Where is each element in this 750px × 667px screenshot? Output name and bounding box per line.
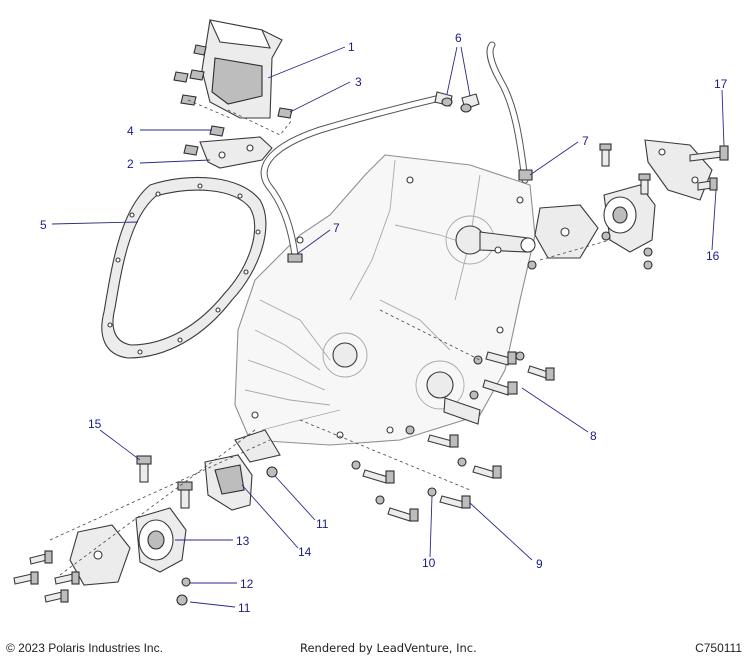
vent-hose xyxy=(260,41,533,263)
callout-1: 1 xyxy=(348,40,355,54)
callout-15: 15 xyxy=(88,417,102,431)
hose-fittings xyxy=(434,91,480,113)
small-bolts-upper xyxy=(173,44,293,156)
callout-16: 16 xyxy=(706,249,720,263)
callout-14: 14 xyxy=(298,545,312,559)
callout-12: 12 xyxy=(240,577,254,591)
alignment-lines xyxy=(49,99,611,576)
rear-right-mount xyxy=(527,139,729,270)
callout-11-lower: 11 xyxy=(238,601,251,615)
mount-bracket xyxy=(199,136,273,169)
callout-7-left: 7 xyxy=(333,221,340,235)
callout-6: 6 xyxy=(455,31,462,45)
callout-8: 8 xyxy=(590,429,597,443)
copyright-text: © 2023 Polaris Industries Inc. xyxy=(6,641,163,655)
rendered-by-text: Rendered by LeadVenture, Inc. xyxy=(300,641,477,655)
callout-10: 10 xyxy=(422,556,436,570)
callout-2: 2 xyxy=(127,157,134,171)
callout-7-right: 7 xyxy=(582,134,589,148)
leader-lines xyxy=(51,46,725,608)
front-left-mount xyxy=(13,454,278,606)
belt-cover-duct xyxy=(201,19,283,119)
callout-17: 17 xyxy=(714,77,728,91)
callout-4: 4 xyxy=(127,124,134,138)
callout-9: 9 xyxy=(536,557,543,571)
gearcase-housing xyxy=(234,154,536,463)
callout-5: 5 xyxy=(40,218,47,232)
callout-labels: 1 3 4 2 5 6 7 7 8 9 10 11 11 12 13 14 15… xyxy=(40,31,728,615)
diagram-code: C750111 xyxy=(695,641,742,655)
cover-gasket xyxy=(101,176,267,359)
callout-11-upper: 11 xyxy=(316,517,329,531)
callout-3: 3 xyxy=(355,75,362,89)
callout-13: 13 xyxy=(236,534,250,548)
housing-bolts xyxy=(351,351,555,522)
